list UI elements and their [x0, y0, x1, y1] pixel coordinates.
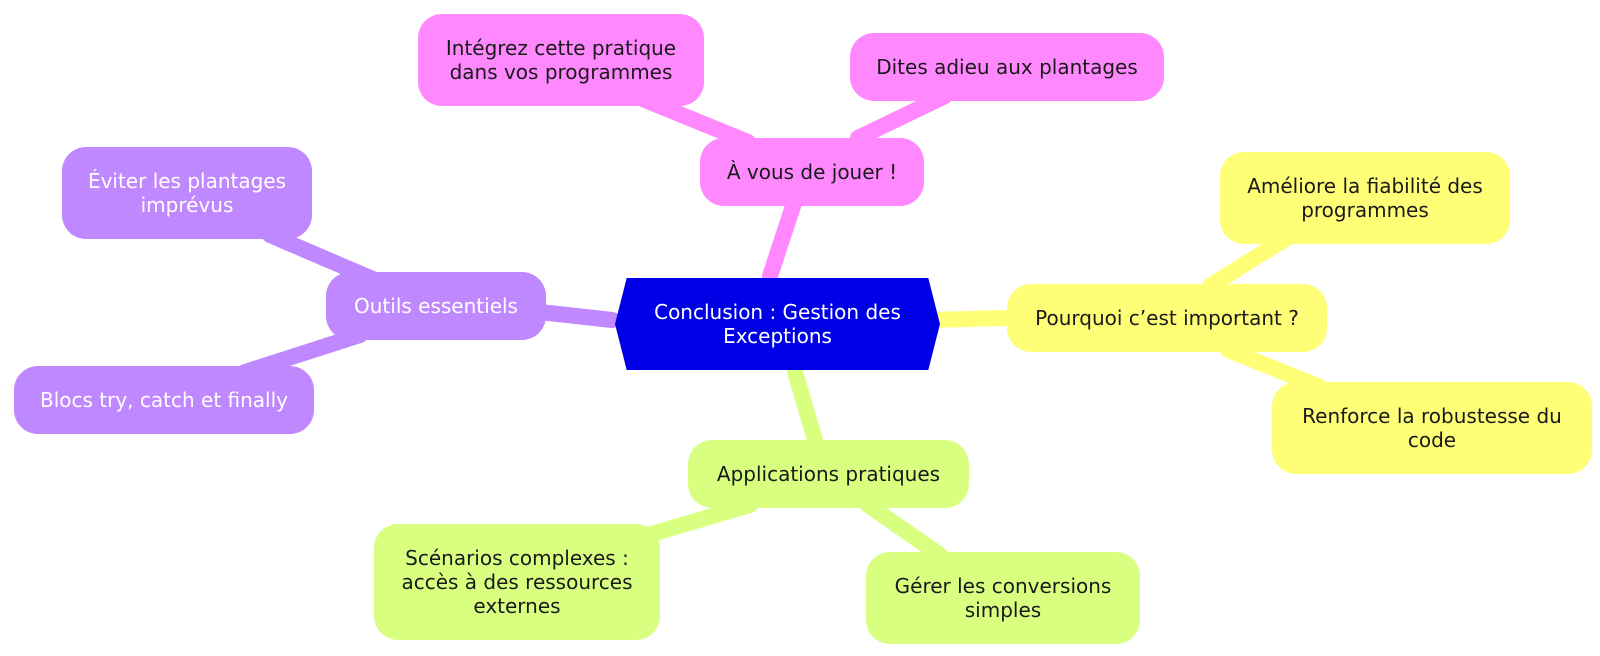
leaf-eviter-label: Éviter les plantages imprévus: [87, 169, 287, 217]
leaf-integrez-label: Intégrez cette pratique dans vos program…: [445, 36, 677, 84]
edge-applications-scenarios: [640, 497, 758, 543]
edge-a-vous-dites: [850, 88, 953, 146]
edge-pourquoi-ameliore: [1202, 228, 1298, 294]
leaf-blocs-label: Blocs try, catch et finally: [39, 388, 288, 412]
branch-outils-label: Outils essentiels: [354, 294, 518, 318]
leaf-gerer-node: Gérer les conversions simples: [866, 552, 1140, 644]
leaf-scenarios-node: Scénarios complexes : accès à des ressou…: [374, 524, 660, 640]
leaf-scenarios-label: Scénarios complexes : accès à des ressou…: [401, 546, 633, 618]
central-topic-node: Conclusion : Gestion des Exceptions: [615, 278, 940, 370]
edge-center-a-vous: [762, 192, 803, 284]
branch-pourquoi-node: Pourquoi c’est important ?: [1007, 284, 1327, 352]
leaf-dites-label: Dites adieu aux plantages: [876, 55, 1138, 79]
branch-applications-label: Applications pratiques: [716, 462, 941, 486]
leaf-renforce-label: Renforce la robustesse du code: [1302, 404, 1562, 452]
leaf-blocs-node: Blocs try, catch et finally: [14, 366, 314, 434]
edge-applications-gerer: [860, 497, 948, 563]
edge-pourquoi-renforce: [1220, 342, 1326, 394]
leaf-eviter-node: Éviter les plantages imprévus: [62, 147, 312, 239]
leaf-dites-node: Dites adieu aux plantages: [850, 33, 1164, 101]
branch-a-vous-label: À vous de jouer !: [726, 160, 898, 184]
leaf-gerer-label: Gérer les conversions simples: [894, 574, 1112, 622]
branch-pourquoi-label: Pourquoi c’est important ?: [1035, 306, 1299, 330]
branch-outils-node: Outils essentiels: [326, 272, 546, 340]
edge-center-applications: [787, 364, 823, 448]
edge-outils-blocs: [237, 327, 368, 380]
edge-center-outils: [532, 304, 620, 328]
leaf-renforce-node: Renforce la robustesse du code: [1272, 382, 1592, 474]
branch-applications-node: Applications pratiques: [688, 440, 969, 508]
leaf-integrez-node: Intégrez cette pratique dans vos program…: [418, 14, 704, 106]
leaf-ameliore-node: Améliore la fiabilité des programmes: [1220, 152, 1510, 244]
branch-a-vous-node: À vous de jouer !: [700, 138, 924, 206]
edge-center-pourquoi: [922, 310, 1013, 328]
leaf-ameliore-label: Améliore la fiabilité des programmes: [1247, 174, 1483, 222]
central-topic-label: Conclusion : Gestion des Exceptions: [654, 300, 901, 348]
